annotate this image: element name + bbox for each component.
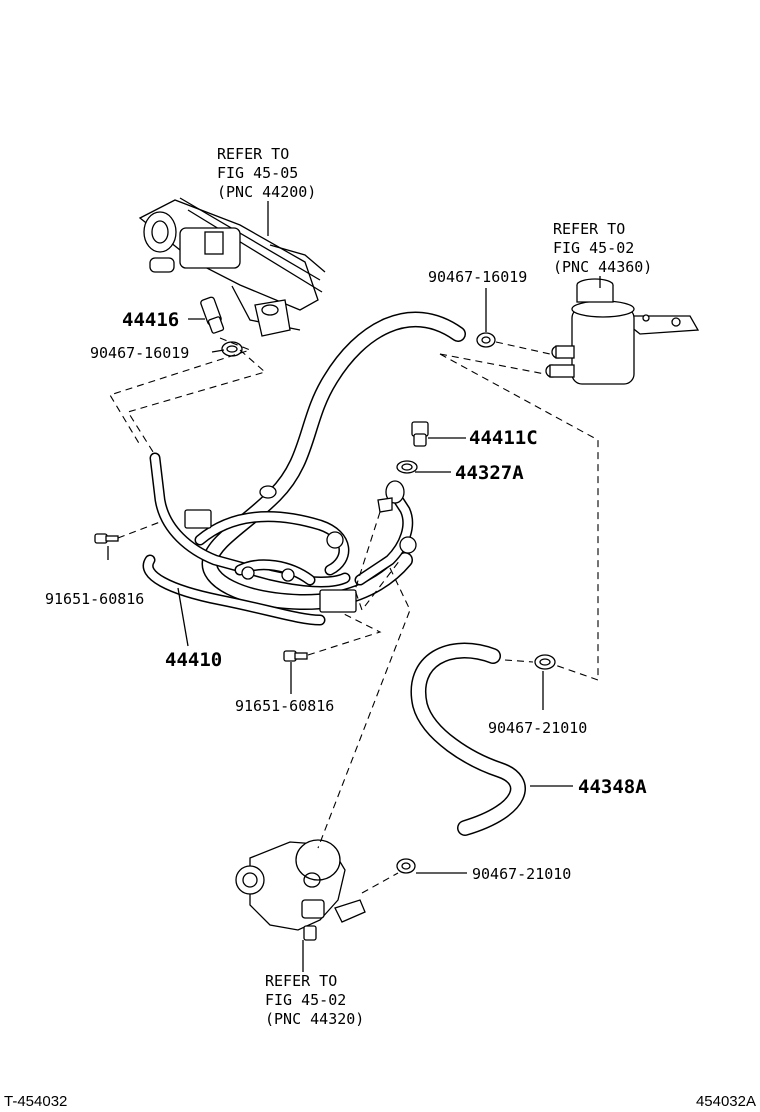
part-label-90467-21010-upper: 90467-21010: [488, 719, 587, 737]
part-label-91651-60816-bottom: 91651-60816: [235, 697, 334, 715]
ref-top-right: REFER TO FIG 45-02 (PNC 44360): [553, 220, 652, 276]
part-label-44410: 44410: [165, 649, 222, 671]
union-fitting-44411C: [411, 421, 429, 447]
union-fitting-44416: [200, 296, 225, 334]
suction-hose-44348A: [410, 642, 526, 836]
bolt-left: [94, 533, 119, 544]
steering-gear-illustration: [138, 197, 326, 337]
ref-top-right-line1: REFER TO: [553, 220, 625, 238]
footer-left-code: T-454032: [4, 1093, 67, 1110]
ref-bottom-line1: REFER TO: [265, 972, 337, 990]
vane-pump-illustration: [235, 839, 366, 941]
return-hose: [201, 311, 466, 611]
part-label-44411C: 44411C: [469, 427, 538, 449]
dashed-connection-lines: [109, 337, 599, 894]
ref-top-right-line2: FIG 45-02: [553, 239, 634, 257]
ref-bottom-line3: (PNC 44320): [265, 1010, 364, 1028]
ref-top-right-line3: (PNC 44360): [553, 258, 652, 276]
ref-bottom-line2: FIG 45-02: [265, 991, 346, 1009]
part-label-90467-21010-lower: 90467-21010: [472, 865, 571, 883]
ref-top-left-line1: REFER TO: [217, 145, 289, 163]
ref-bottom: REFER TO FIG 45-02 (PNC 44320): [265, 972, 364, 1028]
ref-top-left-line2: FIG 45-05: [217, 164, 298, 182]
ref-top-left-line3: (PNC 44200): [217, 183, 316, 201]
reservoir-illustration: [545, 278, 700, 385]
part-label-90467-16019-right: 90467-16019: [428, 268, 527, 286]
clip-upper: [534, 654, 556, 670]
part-label-91651-60816-left: 91651-60816: [45, 590, 144, 608]
gasket-44327A: [396, 460, 418, 474]
ref-top-left: REFER TO FIG 45-05 (PNC 44200): [217, 145, 316, 201]
part-label-44327A: 44327A: [455, 462, 524, 484]
part-label-44416: 44416: [122, 309, 179, 331]
part-label-44348A: 44348A: [578, 776, 647, 798]
clip-left: [221, 341, 243, 357]
footer-right-code: 454032A: [696, 1093, 756, 1110]
clip-right: [476, 332, 496, 348]
bolt-bottom: [283, 650, 308, 662]
pressure-tube-assembly-44410: [142, 452, 417, 626]
clip-lower: [396, 858, 416, 874]
leader-lines: [107, 201, 601, 972]
part-label-90467-16019-left: 90467-16019: [90, 344, 189, 362]
